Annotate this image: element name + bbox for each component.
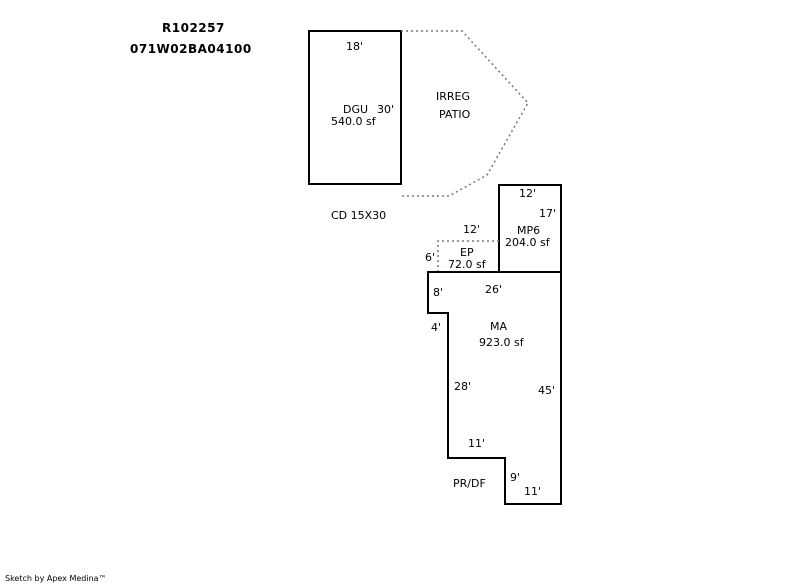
parcel-id: R102257	[162, 21, 225, 35]
mp6-dim-side: 17'	[539, 207, 556, 220]
ep-outline	[437, 240, 499, 272]
ma-dim-right: 45'	[538, 384, 555, 397]
ma-dim-step-a: 8'	[433, 286, 443, 299]
patio-label-line1: IRREG	[436, 90, 470, 103]
dgu-dim-side: 30'	[377, 103, 394, 116]
sketch-credit: Sketch by Apex Medina™	[5, 574, 107, 583]
dgu-outline	[308, 30, 402, 185]
ma-outline	[427, 271, 562, 505]
ep-area: 72.0 sf	[448, 258, 487, 271]
patio-label-line2: PATIO	[439, 108, 471, 121]
ma-code: MA	[490, 320, 507, 333]
mp6-code: MP6	[517, 224, 540, 237]
mp6-area: 204.0 sf	[505, 236, 551, 249]
ma-dim-left: 28'	[454, 380, 471, 393]
ma-dim-top: 26'	[485, 283, 502, 296]
ma-dim-notch: 9'	[510, 471, 520, 484]
dgu-area: 540.0 sf	[331, 115, 377, 128]
map-number: 071W02BA04100	[130, 42, 252, 56]
ma-dim-step-b: 4'	[431, 321, 441, 334]
ma-dim-bottom-step: 11'	[468, 437, 485, 450]
ma-area: 923.0 sf	[479, 336, 525, 349]
prdf-label: PR/DF	[453, 477, 486, 490]
mp6-dim-top: 12'	[519, 187, 536, 200]
dgu-dim-top: 18'	[346, 40, 363, 53]
ep-dim-side: 6'	[425, 251, 435, 264]
cd-label: CD 15X30	[331, 209, 386, 222]
ep-code: EP	[460, 246, 474, 259]
dgu-code: DGU	[343, 103, 368, 116]
patio-outline	[401, 30, 529, 197]
ep-dim-top: 12'	[463, 223, 480, 236]
ma-dim-bottom: 11'	[524, 485, 541, 498]
